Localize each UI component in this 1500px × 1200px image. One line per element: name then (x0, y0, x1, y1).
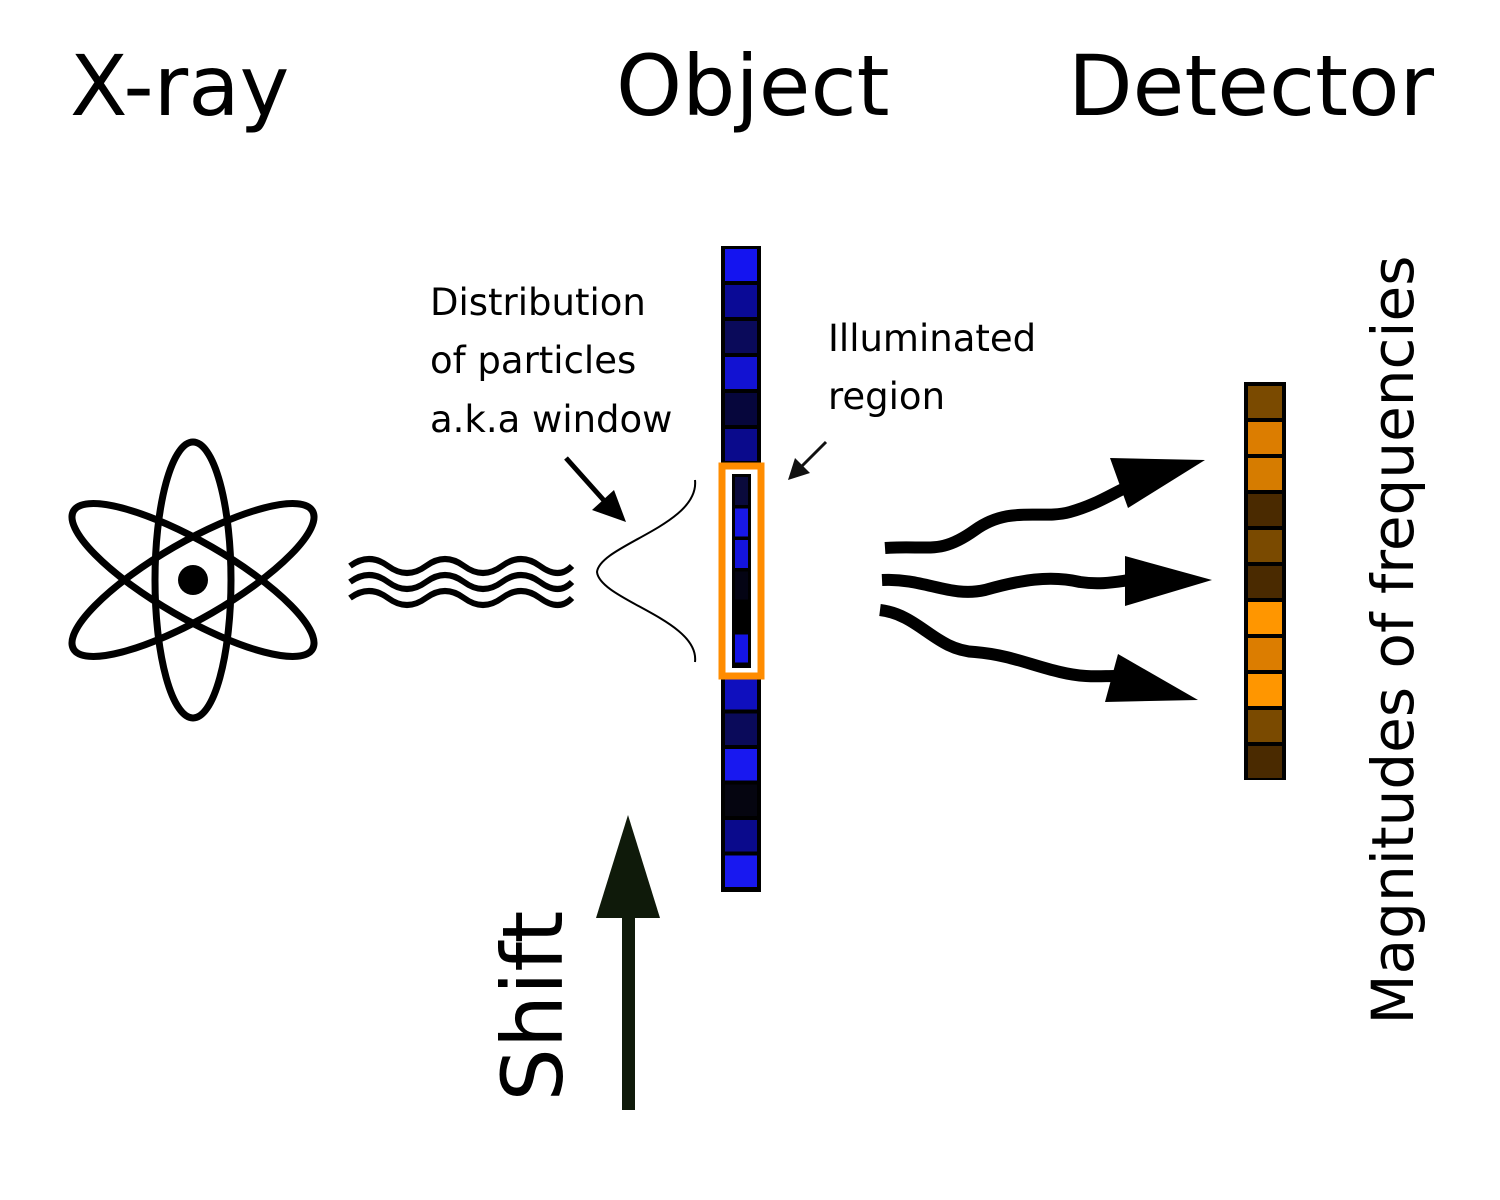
detector-cell (1248, 566, 1282, 598)
object-cell (725, 429, 757, 461)
detector-cell (1248, 494, 1282, 526)
illuminated-cell (735, 477, 748, 505)
window-pointer-arrow (564, 456, 626, 522)
detector-cell (1248, 746, 1282, 778)
illuminated-cell (735, 508, 748, 537)
illuminated-label-line-1: Illuminated (828, 317, 1037, 360)
scattered-wave-lower (878, 604, 1116, 683)
window-label: Distribution of particles a.k.a window (430, 274, 672, 449)
illuminated-cells (732, 474, 751, 668)
xray-title: X-ray (70, 37, 290, 135)
atom-icon (68, 438, 318, 722)
object-cell (725, 855, 757, 887)
window-label-line-3: a.k.a window (430, 397, 673, 441)
object-cell (725, 784, 757, 816)
detector-cell (1248, 386, 1282, 418)
illuminated-region-frame (718, 462, 765, 680)
illuminated-cell (735, 634, 748, 663)
scattered-arrowhead-middle (1125, 556, 1212, 606)
detector-cell (1248, 710, 1282, 742)
object-title: Object (616, 37, 890, 135)
object-cell (725, 393, 757, 425)
detector-title: Detector (1068, 37, 1435, 135)
illuminated-cell (735, 603, 748, 631)
detector-cell (1248, 458, 1282, 490)
object-cell (725, 749, 757, 781)
illuminated-label-line-2: region (828, 375, 946, 419)
object-cell (725, 820, 757, 852)
scattered-arrowhead-lower (1105, 654, 1198, 702)
window-label-line-2: of particles (430, 339, 637, 383)
illuminated-pointer-arrow (788, 440, 828, 480)
object-cell (725, 285, 757, 317)
illuminated-cell (735, 540, 748, 568)
object-cell (725, 713, 757, 745)
detector-cell (1248, 530, 1282, 562)
object-cell (725, 321, 757, 353)
detector-cell (1248, 638, 1282, 670)
detector-strip (1244, 382, 1286, 780)
object-cell (725, 249, 757, 281)
illuminated-label: Illuminated region (828, 310, 1036, 427)
detector-cell (1248, 602, 1282, 634)
window-label-line-1: Distribution (430, 281, 646, 324)
scattered-wave-arrows-icon (878, 458, 1212, 702)
object-cell (725, 357, 757, 389)
gaussian-window-curve (595, 479, 697, 663)
detector-cell (1248, 422, 1282, 454)
magnitudes-label: Magnitudes of frequencies (1359, 255, 1427, 1025)
object-cell (725, 678, 757, 710)
detector-cell (1248, 674, 1282, 706)
scattered-wave-upper (884, 482, 1128, 554)
scattered-arrowhead-upper (1110, 458, 1205, 508)
scattered-wave-middle (881, 572, 1131, 598)
up-arrow-icon (596, 815, 660, 1110)
illuminated-cell (735, 571, 748, 600)
wave-lines-icon (348, 556, 575, 608)
shift-label: Shift (484, 910, 582, 1102)
